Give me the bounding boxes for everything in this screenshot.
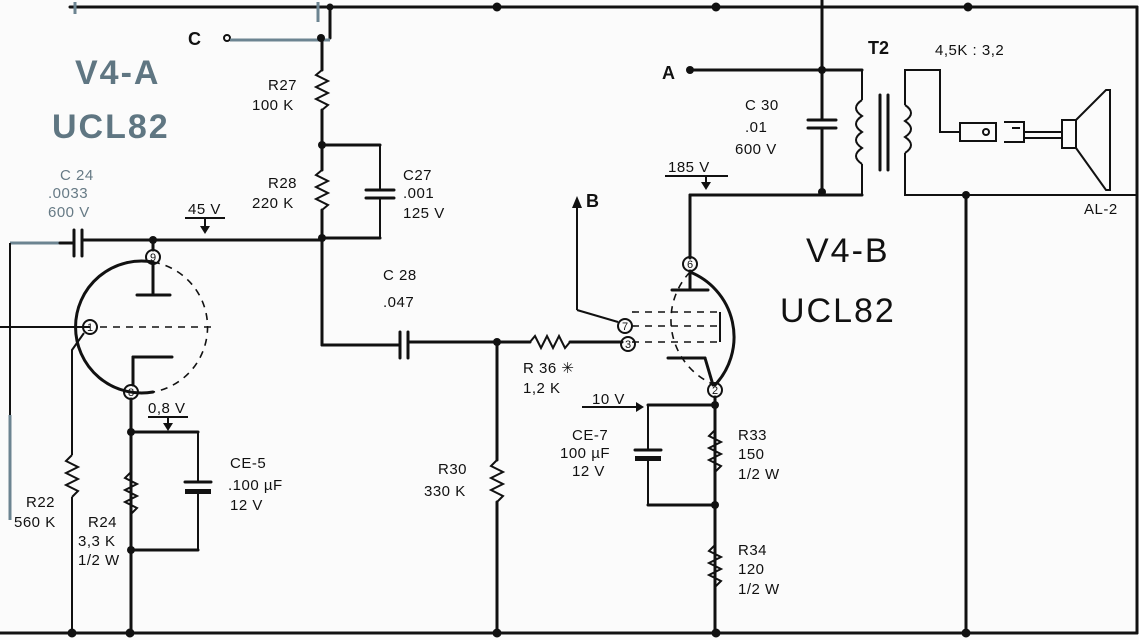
ce5-value: .100 µF xyxy=(228,477,283,494)
node-a-label: A xyxy=(662,63,675,83)
ce5-voltage: 12 V xyxy=(230,497,263,514)
voltage-arrow-head xyxy=(701,182,711,190)
c24-value: .0033 xyxy=(48,185,88,202)
speaker-magnet xyxy=(1061,119,1077,149)
r27-resistor xyxy=(313,69,331,111)
junction xyxy=(711,501,719,509)
tube-a-type: UCL82 xyxy=(52,108,170,146)
tube-b-cathode-lead xyxy=(703,356,715,387)
tube-a-pin-1-label: 1 xyxy=(87,322,93,334)
r30-value: 330 K xyxy=(424,483,466,500)
c27-value: .001 xyxy=(403,185,434,202)
r22-name: R22 xyxy=(26,494,55,511)
tube-a-name: V4-A xyxy=(75,54,160,92)
r34-name: R34 xyxy=(738,542,767,559)
r24-power: 1/2 W xyxy=(78,552,120,569)
node-b-arrow xyxy=(572,196,582,208)
junction xyxy=(492,2,502,12)
c30-voltage: 600 V xyxy=(735,141,777,158)
speaker-cone xyxy=(1075,89,1111,191)
c24-voltage: 600 V xyxy=(48,204,90,221)
voltage-arrow-head xyxy=(636,402,644,412)
tube-b-envelope-dashed xyxy=(670,271,716,386)
r34-value: 120 xyxy=(738,561,765,578)
c30-name: C 30 xyxy=(745,97,779,114)
ce7-voltage: 12 V xyxy=(572,463,605,480)
junction xyxy=(326,3,334,11)
r27-name: R27 xyxy=(268,77,297,94)
c27-voltage: 125 V xyxy=(403,205,445,222)
wire xyxy=(904,153,1137,196)
tube-a-pin-9-label: 9 xyxy=(150,252,156,264)
tube-b-envelope xyxy=(688,270,736,387)
ce5-capacitor-plate xyxy=(185,489,211,494)
wire xyxy=(576,309,619,323)
tube-a-envelope xyxy=(74,259,155,395)
r28-name: R28 xyxy=(268,175,297,192)
r24-resistor xyxy=(122,471,140,515)
r33-name: R33 xyxy=(738,427,767,444)
t2-secondary-coil xyxy=(903,104,912,154)
r36-name: R 36 ✳ xyxy=(523,360,574,377)
tube-b-pin-2-label: 2 xyxy=(712,385,718,397)
r28-value: 220 K xyxy=(252,195,294,212)
tube-b-pin-6-label: 6 xyxy=(687,259,693,271)
r33-resistor xyxy=(706,429,724,473)
junction xyxy=(963,2,973,12)
voltage-08v: 0,8 V xyxy=(148,400,186,417)
tube-b-pin-7 xyxy=(617,318,633,334)
voltage-45v: 45 V xyxy=(188,201,221,218)
c30-value: .01 xyxy=(745,119,767,136)
wire xyxy=(904,69,960,133)
tube-b-pin-7-label: 7 xyxy=(622,321,628,333)
r30-name: R30 xyxy=(438,461,467,478)
c24-name: C 24 xyxy=(60,167,94,184)
transformer-ratio: 4,5K : 3,2 xyxy=(935,42,1004,59)
tube-b-pin-3 xyxy=(620,336,636,352)
t2-primary-coil xyxy=(855,99,864,165)
speaker-socket xyxy=(1004,121,1025,143)
r33-power: 1/2 W xyxy=(738,466,780,483)
ce7-capacitor-plate xyxy=(635,456,661,461)
node-c-terminal xyxy=(223,34,231,42)
r33-value: 150 xyxy=(738,446,765,463)
r36-value: 1,2 K xyxy=(523,380,561,397)
voltage-10v: 10 V xyxy=(592,391,625,408)
r27-value: 100 K xyxy=(252,97,294,114)
ce5-name: CE-5 xyxy=(230,455,266,472)
r34-power: 1/2 W xyxy=(738,581,780,598)
ce7-value: 100 µF xyxy=(560,445,610,462)
tube-a-pin-8-label: 8 xyxy=(128,387,134,399)
transformer-name: T2 xyxy=(868,38,889,58)
speaker-plug-pin xyxy=(982,128,990,136)
c27-name: C27 xyxy=(403,167,432,184)
node-c-label: C xyxy=(188,29,201,49)
ce7-name: CE-7 xyxy=(572,427,608,444)
voltage-arrow-head xyxy=(200,226,210,234)
speaker-name: AL-2 xyxy=(1084,201,1118,218)
voltage-185v: 185 V xyxy=(668,159,710,176)
r22-resistor xyxy=(63,454,81,498)
tube-b-type: UCL82 xyxy=(780,292,896,330)
tube-a-pin-1 xyxy=(82,319,98,335)
r24-value: 3,3 K xyxy=(78,533,116,550)
r24-name: R24 xyxy=(88,514,117,531)
wire xyxy=(71,332,85,455)
c28-name: C 28 xyxy=(383,267,417,284)
r22-value: 560 K xyxy=(14,514,56,531)
r36-resistor xyxy=(529,333,571,351)
speaker-plug xyxy=(959,122,997,142)
r28-resistor xyxy=(313,169,331,211)
r34-resistor xyxy=(706,544,724,588)
voltage-arrow-head xyxy=(163,423,173,431)
r30-resistor xyxy=(488,459,506,503)
junction xyxy=(711,2,721,12)
tube-b-pin-3-label: 3 xyxy=(625,339,631,351)
node-b-label: B xyxy=(586,191,599,211)
tube-b-name: V4-B xyxy=(806,232,890,270)
c28-value: .047 xyxy=(383,294,414,311)
